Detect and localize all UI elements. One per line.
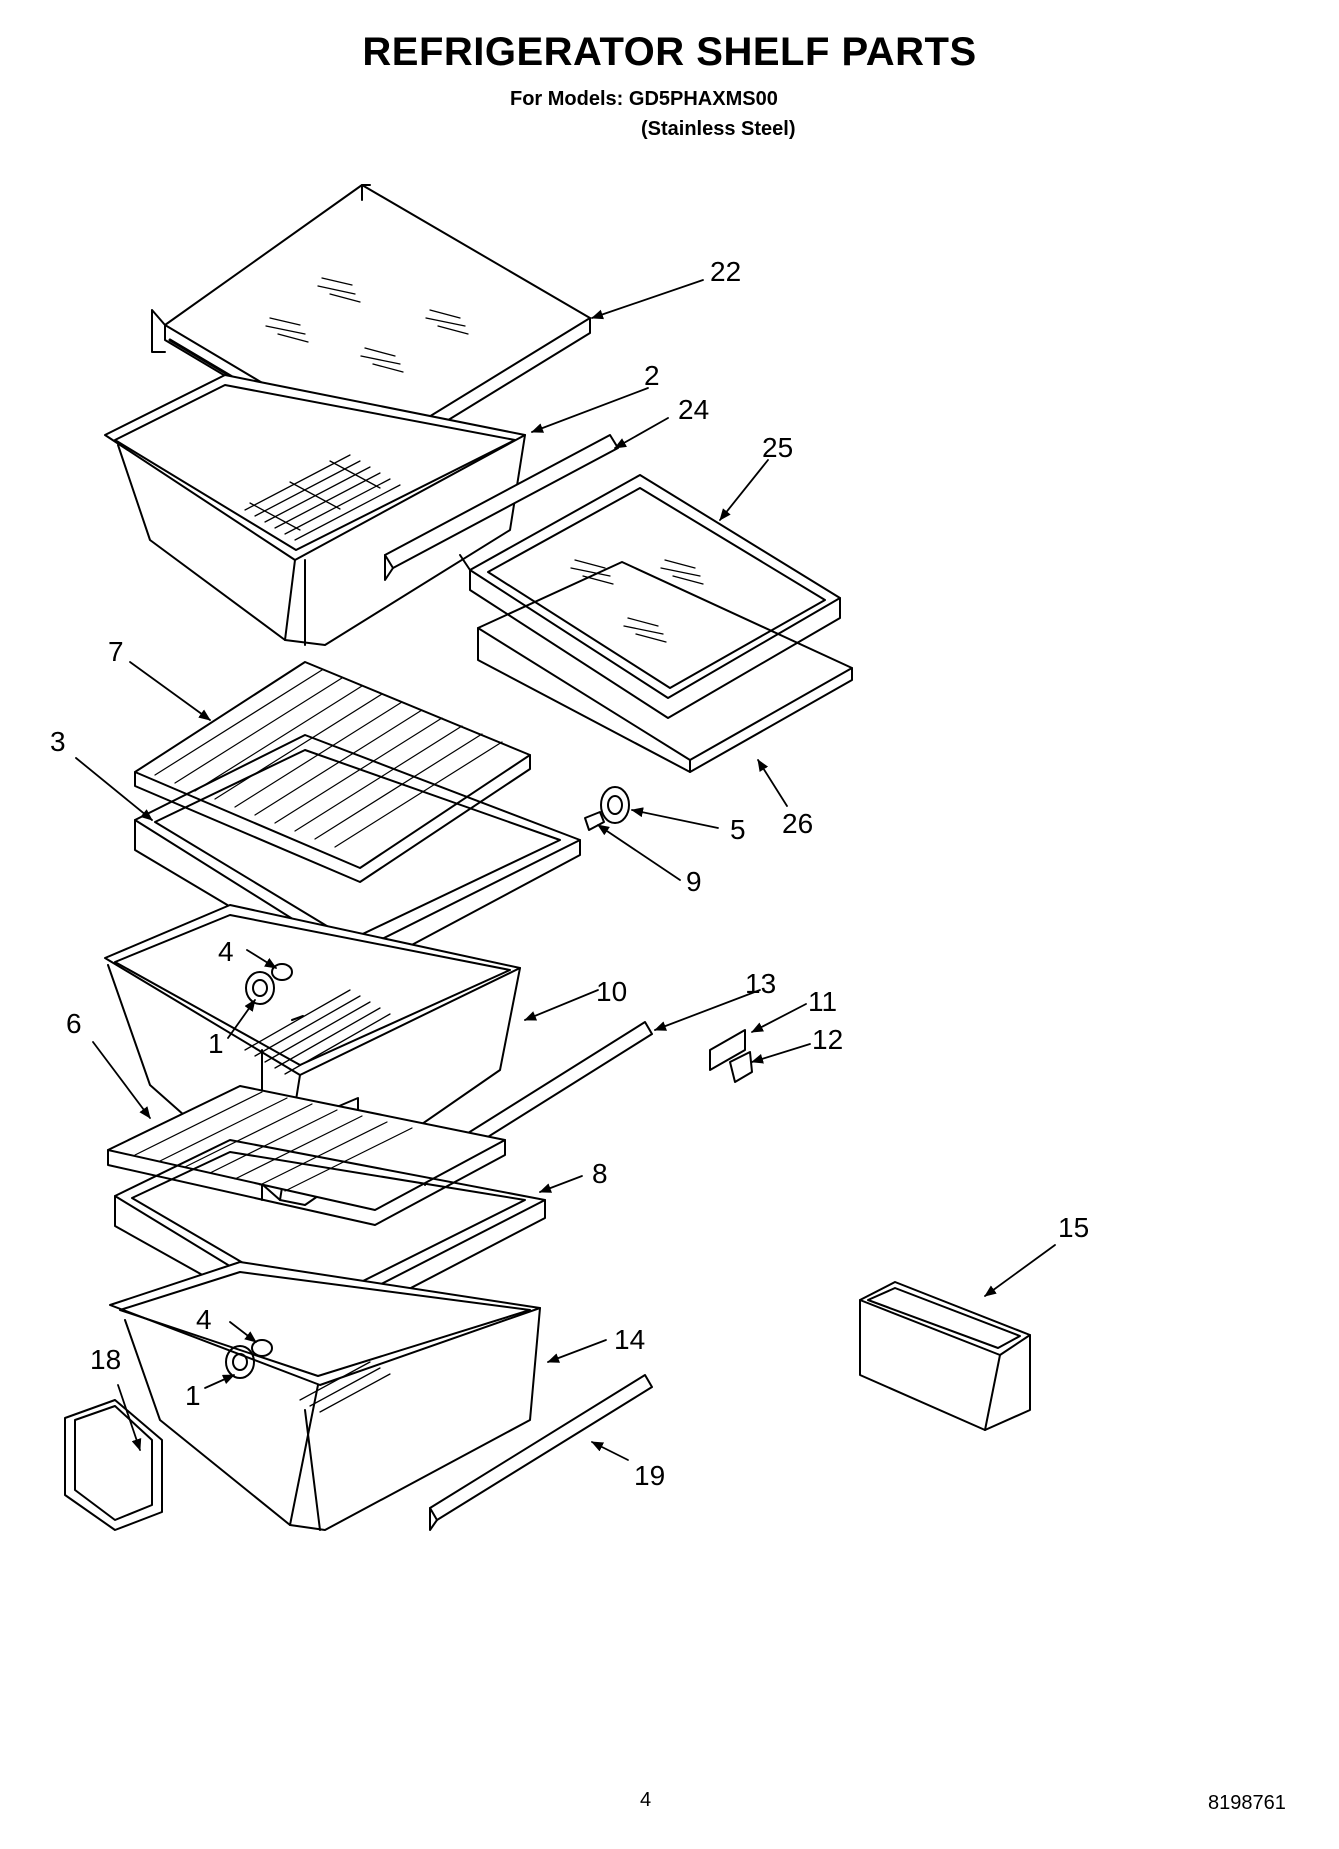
callout-7: 7 — [108, 636, 124, 667]
callout-25: 25 — [762, 432, 794, 463]
part-4-bolt-upper — [271, 963, 293, 981]
part-25-glass-shelf — [459, 474, 841, 719]
callout-11: 11 — [808, 986, 838, 1017]
part-1-roller-upper — [245, 971, 275, 1005]
callout-4-upper: 4 — [218, 936, 234, 967]
part-4-bolt-lower — [251, 1339, 273, 1357]
part-5-roller — [600, 786, 630, 824]
callout-18: 18 — [90, 1344, 122, 1375]
part-6-crisper-cover — [107, 1085, 506, 1226]
callout-4-lower: 4 — [196, 1304, 212, 1335]
callout-12: 12 — [812, 1024, 844, 1055]
callout-13: 13 — [745, 968, 777, 999]
part-2-upper-crisper — [104, 374, 526, 646]
part-7-crisper-cover — [134, 661, 531, 883]
callout-14: 14 — [614, 1324, 646, 1355]
callout-26: 26 — [782, 808, 814, 839]
callout-15: 15 — [1058, 1212, 1090, 1243]
part-1-roller-lower — [225, 1345, 255, 1379]
part-15-door-bin — [859, 1281, 1031, 1431]
callout-8: 8 — [592, 1158, 608, 1189]
callout-22: 22 — [710, 256, 742, 287]
callout-3: 3 — [50, 726, 66, 757]
part-19-trim — [429, 1374, 653, 1531]
callout-24: 24 — [678, 394, 710, 425]
part-12-bracket — [729, 1051, 753, 1083]
leader-lines — [75, 279, 1056, 1461]
part-11-clip — [709, 1029, 746, 1071]
finish-line: (Stainless Steel) — [641, 118, 796, 140]
callout-2: 2 — [644, 360, 660, 391]
callout-9: 9 — [686, 866, 702, 897]
callout-1-lower: 1 — [185, 1380, 201, 1411]
part-9-bolt — [584, 811, 605, 831]
part-26-shelf-frame — [477, 561, 853, 773]
callout-6: 6 — [66, 1008, 82, 1039]
page-number: 4 — [640, 1789, 652, 1811]
callout-19: 19 — [634, 1460, 666, 1491]
document-number: 8198761 — [1208, 1792, 1286, 1814]
part-18-panel — [64, 1399, 163, 1531]
models-line: For Models: GD5PHAXMS00 — [510, 88, 778, 110]
page-title: REFRIGERATOR SHELF PARTS — [362, 30, 977, 74]
callout-5: 5 — [730, 814, 746, 845]
callout-1-upper: 1 — [208, 1028, 224, 1059]
callout-10: 10 — [596, 976, 628, 1007]
